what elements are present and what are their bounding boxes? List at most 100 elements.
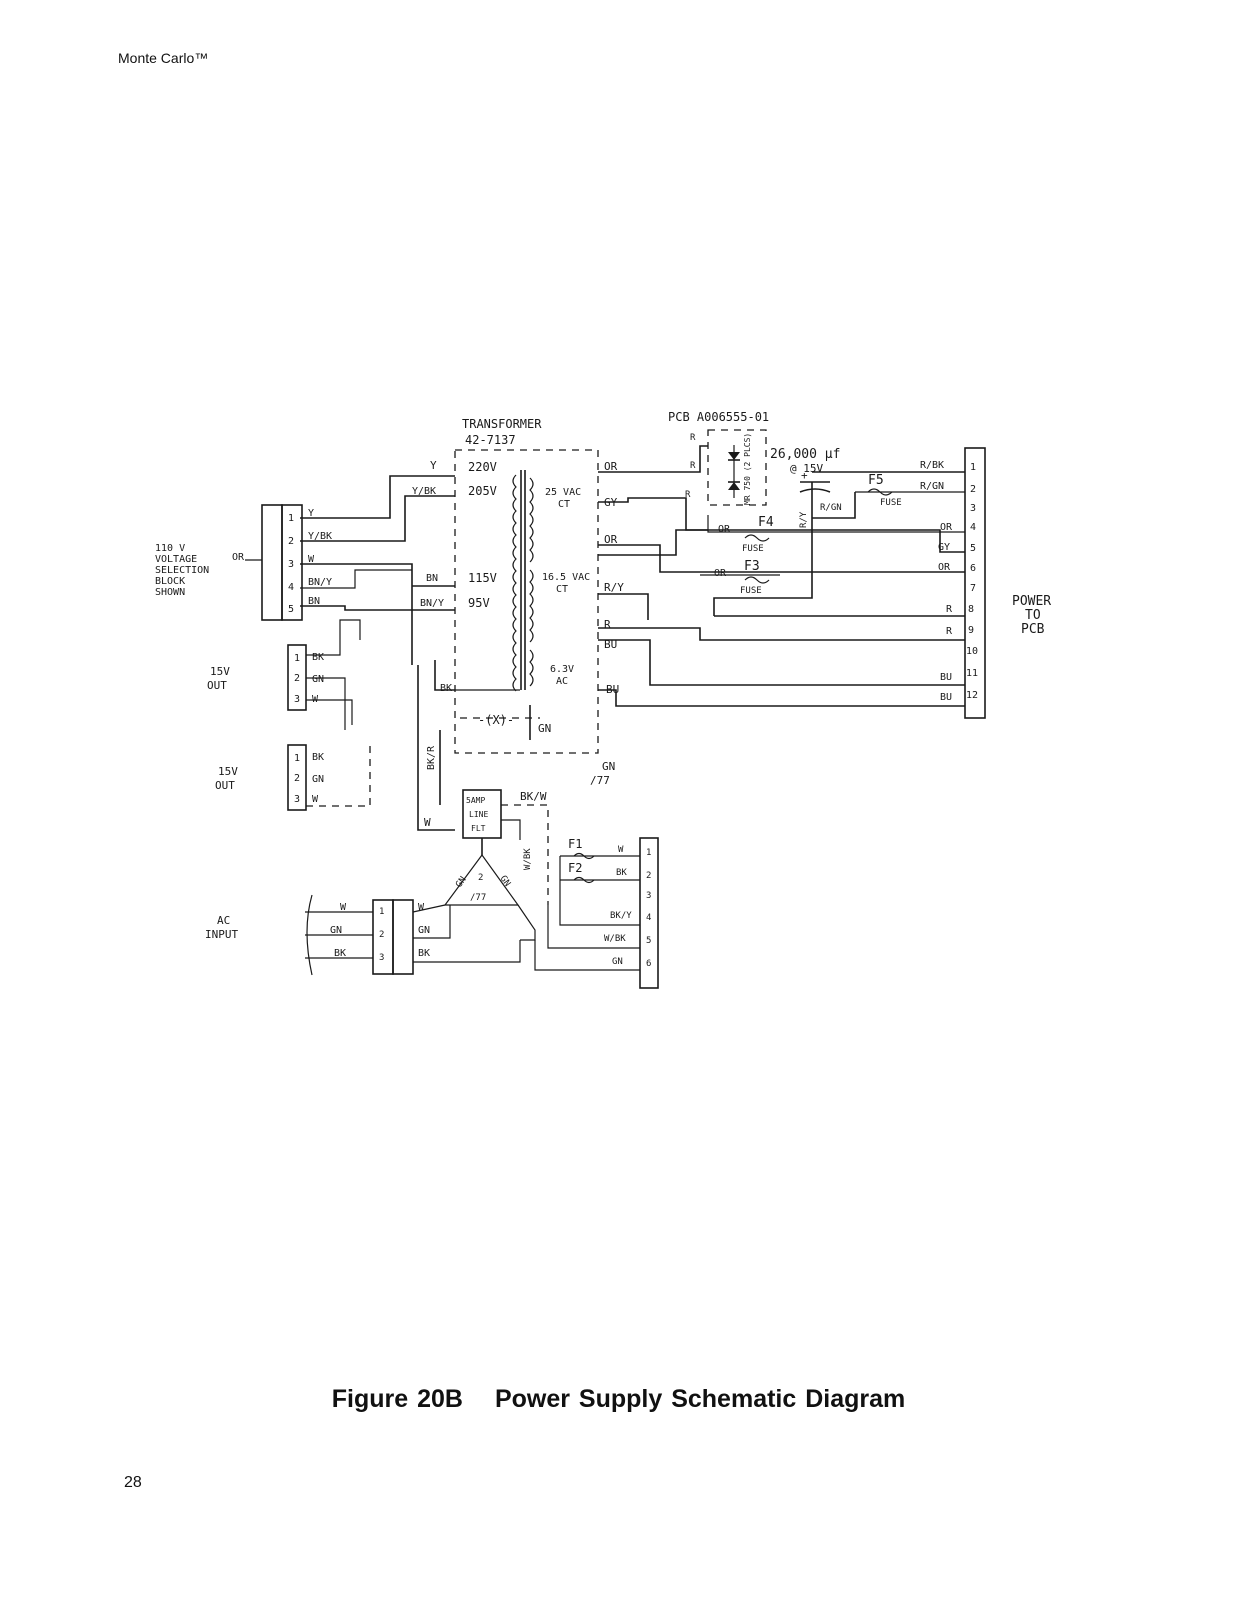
pc-pin-5: 5 [970, 543, 976, 554]
vb-pin-3: 3 [288, 559, 294, 570]
out15b-wire-bk: BK [312, 752, 324, 763]
tap-205v: 205V [468, 484, 497, 498]
wire-ry-vert [713, 482, 813, 616]
ac-out-bk-label: BK [418, 948, 430, 959]
tap-115v: 115V [468, 571, 497, 585]
fb-pin-3: 3 [646, 891, 651, 901]
transformer-ground-mark: -(X)- [478, 713, 514, 727]
out15a-pin-3: 3 [294, 694, 300, 705]
secondary-coil-16vac [529, 569, 534, 643]
ground-gn-label: GN [602, 760, 615, 773]
ground-symbol: /77 [590, 774, 610, 787]
ac-input-label-1: AC [217, 914, 230, 927]
page-number: 28 [124, 1474, 142, 1491]
pc-wire-6: OR [938, 562, 951, 573]
power-connector-wires: R/BK R/GN OR GY OR BU BU [920, 460, 953, 703]
vb-pin-column [281, 504, 303, 621]
fb-wire-2: BK [616, 868, 627, 878]
ac-pin-2: 2 [379, 930, 384, 940]
ac-plug-right [392, 899, 414, 975]
label-r: R [604, 618, 611, 631]
pc-pin-10: 10 [966, 646, 978, 657]
wire-or-pin6 [598, 554, 965, 573]
label-r-pin9: R [946, 626, 953, 637]
out15a-wire-2 [306, 677, 346, 730]
tri-gn-left: GN [454, 875, 468, 890]
ac-in-gn-label: GN [330, 925, 342, 936]
vb-wire-bn: BN [308, 596, 320, 607]
fb-line-6 [534, 940, 640, 971]
pcb-board: PCB A006555-01 MR 750 (2 PLCS) 26,000 μf… [668, 410, 840, 506]
fb-pin-6: 6 [646, 959, 651, 969]
out15a-wire-bk: BK [312, 652, 324, 663]
label-bu-2: BU [606, 683, 619, 696]
pc-pin-12: 12 [966, 690, 978, 701]
sec-16vac: 16.5 VAC [542, 572, 590, 583]
label-bkr: BK/R [426, 745, 437, 770]
pc-wire-1: R/BK [920, 460, 944, 471]
sec-16vac-ct: CT [556, 584, 568, 595]
label-bn: BN [426, 573, 438, 584]
pcb-r-label-1: R [690, 433, 696, 443]
vb-bracket [261, 504, 283, 621]
fuse-f3-symbol [744, 576, 770, 584]
fuse-f1: F1 [568, 837, 582, 851]
out15a-label-1: 15V [210, 665, 230, 678]
wire-or-2 [598, 529, 708, 556]
label-y: Y [430, 459, 437, 472]
vb-wire-ybk: Y/BK [308, 531, 332, 542]
sec-25vac: 25 VAC [545, 487, 581, 498]
fuse-f4-symbol [744, 534, 770, 542]
pc-pin-4: 4 [970, 522, 976, 533]
secondary-coil-6vac [529, 649, 534, 687]
vb-title-1: 110 V [155, 543, 185, 554]
pc-pin-1: 1 [970, 462, 976, 473]
running-header: Monte Carlo™ [118, 50, 209, 66]
label-w: W [424, 816, 431, 829]
wire-or-f4 [707, 515, 965, 533]
vb-wire-y: Y [308, 508, 314, 519]
line-filter-label-1: 5AMP [466, 796, 485, 805]
tap-220v: 220V [468, 460, 497, 474]
out15b-wire-w: W [312, 794, 319, 805]
label-ry-pcb: R/Y [799, 511, 809, 528]
filter-wire-link [501, 819, 521, 840]
pc-pin-11: 11 [966, 668, 978, 679]
power-connector-pins: 1 2 3 4 5 6 7 8 9 10 11 12 [966, 462, 978, 701]
capacitor-value: 26,000 μf [770, 447, 840, 462]
label-or-f4: OR [718, 524, 731, 535]
line-filter-wire-bkw: BK/W [520, 790, 547, 803]
out15b-wire [306, 740, 371, 807]
fuse-f5-text: FUSE [880, 498, 902, 508]
out15-a: 15V OUT 1 2 3 BK GN W [207, 619, 361, 730]
tri-ground-mark: /77 [470, 893, 486, 903]
vb-title-2: VOLTAGE [155, 554, 197, 565]
fuse-f3-text: FUSE [740, 586, 762, 596]
wire-bn [300, 605, 455, 611]
tri-gn-right: GN [498, 874, 512, 889]
ac-pin-1: 1 [379, 907, 384, 917]
pc-wire-5: GY [938, 542, 950, 553]
out15b-pin-3: 3 [294, 794, 300, 805]
label-or-2: OR [604, 533, 618, 546]
fb-pin-2: 2 [646, 871, 651, 881]
label-ybk: Y/BK [412, 486, 436, 497]
ac-input: AC INPUT W GN BK 1 2 3 W GN BK [205, 894, 521, 976]
wire-y [300, 475, 455, 519]
transformer-gn-label: GN [538, 722, 551, 735]
vb-pin-1: 1 [288, 513, 294, 524]
wire-ry [598, 593, 649, 620]
power-connector-box [964, 447, 986, 719]
power-to-pcb-1: POWER [1012, 594, 1051, 609]
line-filter: 5AMP LINE FLT BK/W W/BK GN GN 2 /77 [443, 789, 549, 941]
fuse-block: 1 2 3 4 5 6 W BK BK/Y W/BK GN F1 F2 [534, 837, 659, 989]
pc-pin-9: 9 [968, 625, 974, 636]
out15b-pin-1: 1 [294, 753, 300, 764]
pc-pin-7: 7 [970, 583, 976, 594]
out15b-label-2: OUT [215, 779, 235, 792]
wire-bk [434, 660, 455, 691]
sec-6vac-ac: AC [556, 676, 568, 687]
vb-title-3: SELECTION [155, 565, 209, 576]
vb-wire-bny: BN/Y [308, 577, 332, 588]
